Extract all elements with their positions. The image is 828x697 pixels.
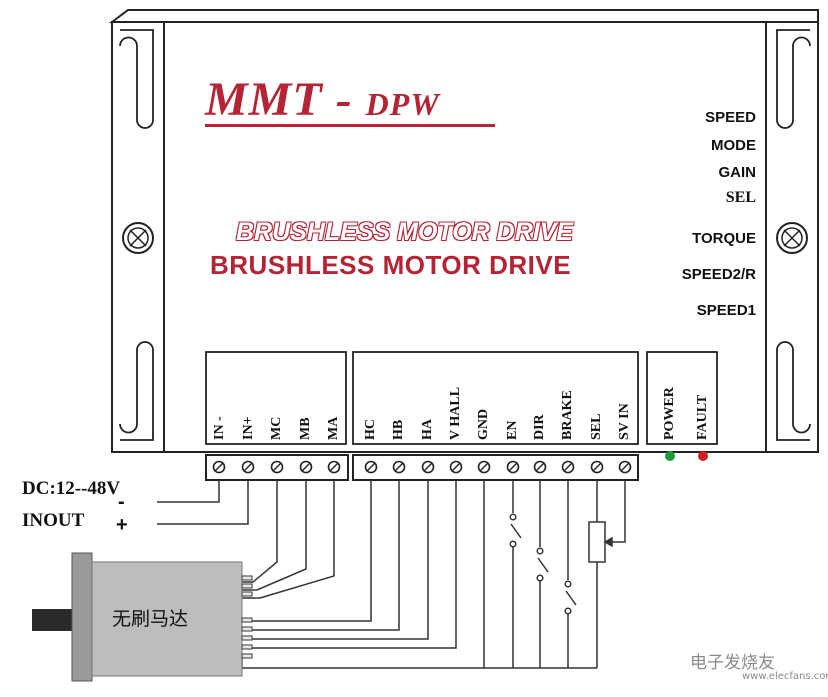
terminal-label-sel: SEL	[589, 413, 604, 440]
terminal-label-ha: HA	[420, 419, 435, 440]
mounting-screw-icon	[776, 222, 808, 254]
terminal-screw-icon	[533, 460, 547, 474]
signal-terminal-label-box	[352, 351, 639, 445]
product-title-outline: BRUSHLESS MOTOR DRIVE	[236, 218, 574, 246]
terminal-label-hb: HB	[391, 419, 406, 440]
terminal-screw-icon	[327, 460, 341, 474]
switch-label-sel: SEL	[725, 189, 756, 206]
terminal-screw-icon	[299, 460, 313, 474]
potentiometer-icon	[588, 480, 626, 668]
right-top-mounting-slot	[776, 29, 811, 129]
terminal-label-sv-in: SV IN	[617, 403, 632, 440]
right-bottom-mounting-slot	[776, 341, 811, 441]
motor-flange	[71, 552, 93, 682]
terminal-label-in-minus: IN -	[212, 416, 227, 440]
terminal-label-brake: BRAKE	[560, 390, 575, 440]
power-terminal-label-box	[205, 351, 347, 445]
terminal-label-ma: MA	[326, 416, 341, 440]
brand-underline	[205, 124, 495, 127]
terminal-screw-icon	[364, 460, 378, 474]
supply-input-label: INOUT	[22, 510, 85, 531]
terminal-screw-icon	[449, 460, 463, 474]
brand-model: DPW	[365, 86, 440, 122]
switch-icon	[509, 480, 522, 668]
supply-minus-sign: -	[118, 491, 125, 513]
terminal-screw-icon	[477, 460, 491, 474]
motor-shaft	[32, 609, 78, 631]
led-icon	[698, 451, 708, 461]
terminal-screw-icon	[506, 460, 520, 474]
indicator-label-power: POWER	[662, 387, 677, 440]
supply-voltage-label: DC:12--48V	[22, 478, 121, 499]
terminal-label-hc: HC	[363, 419, 378, 440]
terminal-screw-icon	[270, 460, 284, 474]
terminal-label-mc: MC	[269, 416, 284, 440]
motor-label: 无刷马达	[112, 608, 189, 630]
left-bottom-mounting-slot	[119, 341, 154, 441]
supply-minus-wire	[157, 480, 220, 503]
left-top-mounting-slot	[119, 29, 154, 129]
mounting-screw-icon	[122, 222, 154, 254]
terminal-screw-icon	[241, 460, 255, 474]
switch-label-speed1: SPEED1	[696, 302, 756, 319]
supply-plus-sign: +	[116, 514, 128, 536]
switch-icon	[564, 480, 577, 668]
terminal-label-v-hall: V HALL	[448, 386, 463, 440]
terminal-screw-icon	[421, 460, 435, 474]
terminal-screw-icon	[212, 460, 226, 474]
switch-icon	[536, 480, 549, 668]
terminal-label-in-plus: IN+	[241, 416, 256, 440]
brand-separator: -	[322, 73, 366, 126]
terminal-label-en: EN	[505, 420, 520, 440]
watermark-text: 电子发烧友	[690, 653, 775, 673]
terminal-screw-icon	[392, 460, 406, 474]
terminal-label-dir: DIR	[532, 414, 547, 440]
terminal-label-mb: MB	[298, 417, 313, 440]
switch-label-speed: SPEED	[705, 109, 756, 126]
terminal-label-gnd: GND	[476, 408, 491, 440]
terminal-screw-icon	[618, 460, 632, 474]
enclosure-top-edge	[109, 9, 819, 23]
brand-logo: MMT - DPW	[205, 73, 440, 126]
indicator-label-box	[646, 351, 718, 445]
supply-plus-wire	[157, 480, 249, 525]
switch-label-mode: MODE	[711, 137, 756, 154]
switch-label-torque: TORQUE	[692, 230, 756, 247]
switch-label-gain: GAIN	[718, 164, 757, 181]
terminal-screw-icon	[561, 460, 575, 474]
motor-wire-stubs	[241, 575, 253, 659]
watermark-url: www.elecfans.com	[742, 671, 828, 682]
motor-hall-wires	[241, 480, 485, 669]
terminal-screw-icon	[590, 460, 604, 474]
indicator-label-fault: FAULT	[695, 394, 710, 440]
product-title: BRUSHLESS MOTOR DRIVE	[210, 250, 572, 280]
motor-phase-wires	[242, 480, 335, 599]
led-icon	[665, 451, 675, 461]
switch-label-speed2-r: SPEED2/R	[681, 266, 756, 283]
